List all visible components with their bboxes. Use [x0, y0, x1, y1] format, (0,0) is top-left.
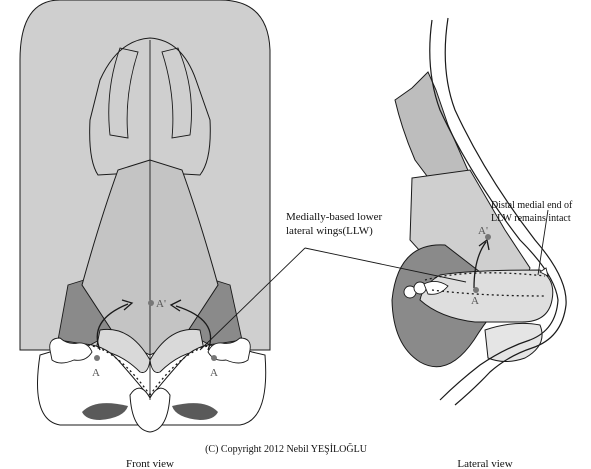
copyright-caption: (C) Copyright 2012 Nebil YEŞİLOĞLU [205, 443, 368, 455]
distal-annotation-line2: LLW remains intact [491, 213, 571, 224]
front-label-left: A [92, 367, 100, 379]
lateral-view-caption: Lateral view [457, 458, 512, 469]
lateral-label-origin: A [471, 295, 479, 307]
llw-annotation-line2: lateral wings(LLW) [286, 225, 373, 237]
lateral-nasal-bone [395, 72, 470, 180]
front-label-target: A' [156, 298, 166, 310]
lateral-point-origin [473, 287, 479, 293]
front-point-left [94, 355, 100, 361]
front-point-right [211, 355, 217, 361]
front-point-target [148, 300, 154, 306]
lateral-view: A' A [392, 18, 566, 405]
front-view: A' A A [20, 0, 270, 432]
lateral-label-target: A' [478, 225, 488, 237]
front-label-right: A [210, 367, 218, 379]
llw-annotation-line1: Medially-based lower [286, 211, 383, 223]
distal-annotation-line1: Distal medial end of [491, 200, 573, 211]
front-view-caption: Front view [126, 458, 174, 469]
